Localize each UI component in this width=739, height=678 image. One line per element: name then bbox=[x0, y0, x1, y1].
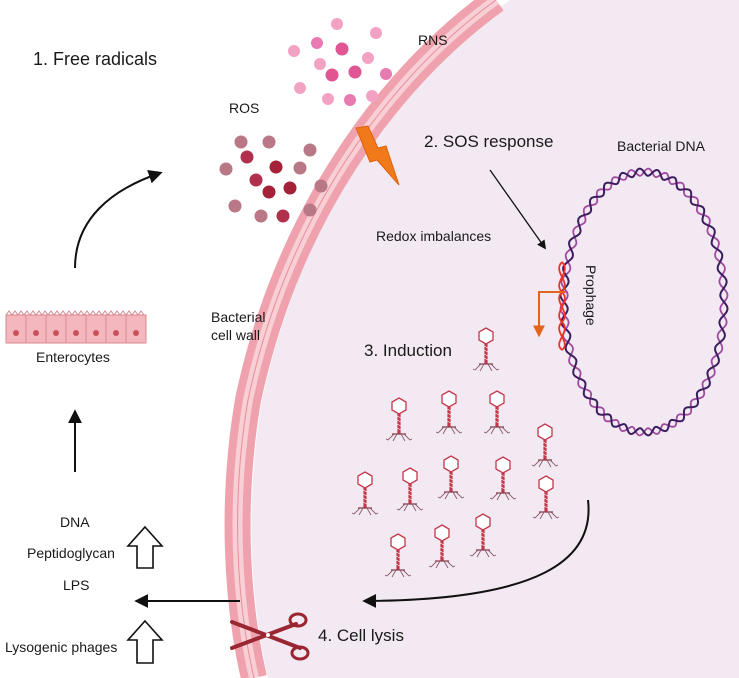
ros-label: ROS bbox=[229, 100, 259, 116]
arrow-to-free-radicals bbox=[74, 169, 163, 269]
lysogenic-phages-label: Lysogenic phages bbox=[5, 639, 117, 655]
cell-wall-label-line1: Bacterial bbox=[211, 309, 265, 325]
bacterial-cytoplasm bbox=[251, 0, 739, 678]
arrow-sos-to-prophage bbox=[489, 169, 547, 250]
increase-arrow-icon bbox=[126, 525, 164, 569]
prophage-excision-arrow bbox=[533, 291, 566, 338]
bacterial-dna-label: Bacterial DNA bbox=[617, 138, 706, 154]
dna-label: DNA bbox=[60, 514, 90, 530]
arrow-to-cell-lysis bbox=[362, 499, 590, 608]
lps-label: LPS bbox=[63, 577, 89, 593]
enterocytes-label: Enterocytes bbox=[36, 349, 110, 365]
prophage-label: Prophage bbox=[583, 265, 599, 326]
redox-label: Redox imbalances bbox=[376, 228, 491, 244]
increase-arrow-icon bbox=[126, 619, 164, 664]
rns-label: RNS bbox=[418, 32, 448, 48]
free-radicals-label: 1. Free radicals bbox=[33, 49, 157, 69]
ros-particles bbox=[219, 135, 328, 223]
cell-wall-label-line2: cell wall bbox=[211, 327, 260, 343]
peptidoglycan-label: Peptidoglycan bbox=[27, 545, 115, 561]
enterocytes-cells bbox=[5, 310, 147, 344]
lightning-icon bbox=[355, 125, 400, 186]
scissors-icon bbox=[230, 612, 310, 661]
induction-label: 3. Induction bbox=[364, 341, 452, 360]
cell-lysis-label: 4. Cell lysis bbox=[318, 626, 404, 645]
prophage-segment bbox=[558, 261, 566, 351]
rns-particles bbox=[288, 18, 392, 106]
sos-response-label: 2. SOS response bbox=[424, 132, 553, 151]
